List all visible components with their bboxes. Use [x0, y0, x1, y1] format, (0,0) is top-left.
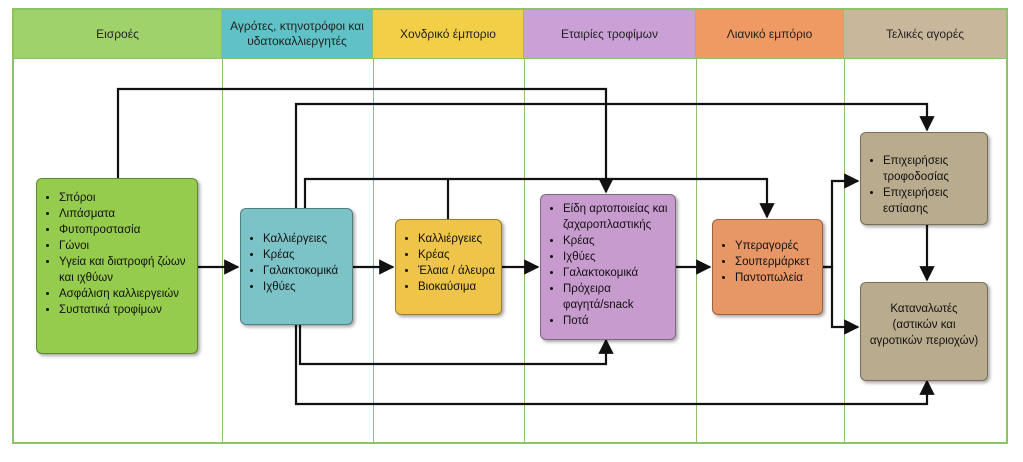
list-item: Βιοκαύσιμα	[418, 279, 497, 295]
box-producers: Καλλιέργειες Κρέας Γαλακτοκομικά Ιχθύες	[240, 208, 353, 325]
food-companies-list: Είδη αρτοποιείας και ζαχαροπλαστικής Κρέ…	[541, 201, 671, 329]
box-food-service: Επιχειρήσεις τροφοδοσίας Επιχειρήσεις εσ…	[860, 132, 988, 225]
arrow-producers-to-food-companies-bottom	[298, 325, 614, 366]
arrow-retail-to-consumers	[823, 265, 860, 335]
list-item: Σουπερμάρκετ	[735, 254, 818, 270]
column-header-inputs: Εισροές	[14, 10, 222, 58]
column-title: Λιανικό εμπόριο	[726, 26, 813, 41]
arrow-producers-to-consumers	[294, 325, 935, 406]
producers-list: Καλλιέργειες Κρέας Γαλακτοκομικά Ιχθύες	[241, 231, 348, 295]
arrow-producers-to-retail	[303, 177, 775, 219]
box-retail: Υπεραγορές Σουπερμάρκετ Παντοπωλεία	[712, 219, 823, 315]
wholesale-list: Καλλιέργειες Κρέας Έλαια / άλευρα Βιοκαύ…	[396, 231, 497, 295]
list-item: Ιχθύες	[563, 249, 671, 265]
box-consumers: Καταναλωτές (αστικών και αγροτικών περιο…	[860, 282, 988, 381]
column-header-producers: Αγρότες, κτηνοτρόφοι και υδατοκαλλιεργητ…	[222, 10, 373, 58]
box-wholesale: Καλλιέργειες Κρέας Έλαια / άλευρα Βιοκαύ…	[395, 219, 502, 315]
list-item: Καλλιέργειες	[263, 231, 348, 247]
column-divider	[373, 58, 374, 442]
arrow-inputs-to-food-companies-top	[116, 87, 614, 194]
arrow-producers-to-food-service	[294, 102, 935, 208]
list-item: Κρέας	[263, 247, 348, 263]
list-item: Γαλακτοκομικά	[563, 265, 671, 281]
list-item: Έλαια / άλευρα	[418, 263, 497, 279]
column-title: Τελικές αγορές	[885, 26, 965, 41]
list-item: Σπόροι	[59, 190, 191, 206]
list-item: Κρέας	[563, 233, 671, 249]
column-header-food-companies: Εταιρίες τροφίμων	[524, 10, 696, 58]
header-separator	[14, 58, 1006, 59]
column-divider	[222, 58, 223, 442]
list-item: Λιπάσματα	[59, 206, 191, 222]
list-item: Παντοπωλεία	[735, 270, 818, 286]
box-food-companies: Είδη αρτοποιείας και ζαχαροπλαστικής Κρέ…	[540, 194, 676, 340]
column-title: Εταιρίες τροφίμων	[560, 26, 659, 41]
list-item: Γώνοι	[59, 238, 191, 254]
list-item: Υπεραγορές	[735, 238, 818, 254]
inputs-list: Σπόροι Λιπάσματα Φυτοπροστασία Γώνοι Υγε…	[37, 190, 191, 318]
list-item: Επιχειρήσεις τροφοδοσίας	[883, 153, 985, 185]
list-item: Πρόχειρα φαγητά/snack	[563, 281, 671, 313]
column-divider	[524, 58, 525, 442]
list-item: Συστατικά τροφίμων	[59, 302, 191, 318]
list-item: Κρέας	[418, 247, 497, 263]
column-header-wholesale: Χονδρικό έμποριο	[373, 10, 524, 58]
column-header-retail: Λιανικό εμπόριο	[696, 10, 844, 58]
list-item: Ιχθύες	[263, 279, 348, 295]
list-item: Ποτά	[563, 313, 671, 329]
list-item: Καλλιέργειες	[418, 231, 497, 247]
food-service-list: Επιχειρήσεις τροφοδοσίας Επιχειρήσεις εσ…	[861, 153, 985, 217]
list-item: Φυτοπροστασία	[59, 222, 191, 238]
list-item: Επιχειρήσεις εστίασης	[883, 185, 985, 217]
column-title: Χονδρικό έμποριο	[400, 26, 496, 41]
consumers-label: Καταναλωτές (αστικών και αγροτικών περιο…	[869, 303, 979, 347]
list-item: Ασφάλιση καλλιεργειών	[59, 286, 191, 302]
column-title: Αγρότες, κτηνοτρόφοι και υδατοκαλλιεργητ…	[230, 19, 364, 48]
list-item: Γαλακτοκομικά	[263, 263, 348, 279]
box-inputs: Σπόροι Λιπάσματα Φυτοπροστασία Γώνοι Υγε…	[36, 178, 198, 354]
list-item: Είδη αρτοποιείας και ζαχαροπλαστικής	[563, 201, 671, 233]
column-divider	[696, 58, 697, 442]
column-title: Εισροές	[96, 26, 139, 41]
retail-list: Υπεραγορές Σουπερμάρκετ Παντοπωλεία	[713, 238, 818, 286]
column-header-final-markets: Τελικές αγορές	[844, 10, 1006, 58]
arrow-retail-to-food-service	[823, 173, 860, 269]
list-item: Υγεία και διατροφή ζώων και ιχθύων	[59, 254, 191, 286]
column-divider	[844, 58, 845, 442]
